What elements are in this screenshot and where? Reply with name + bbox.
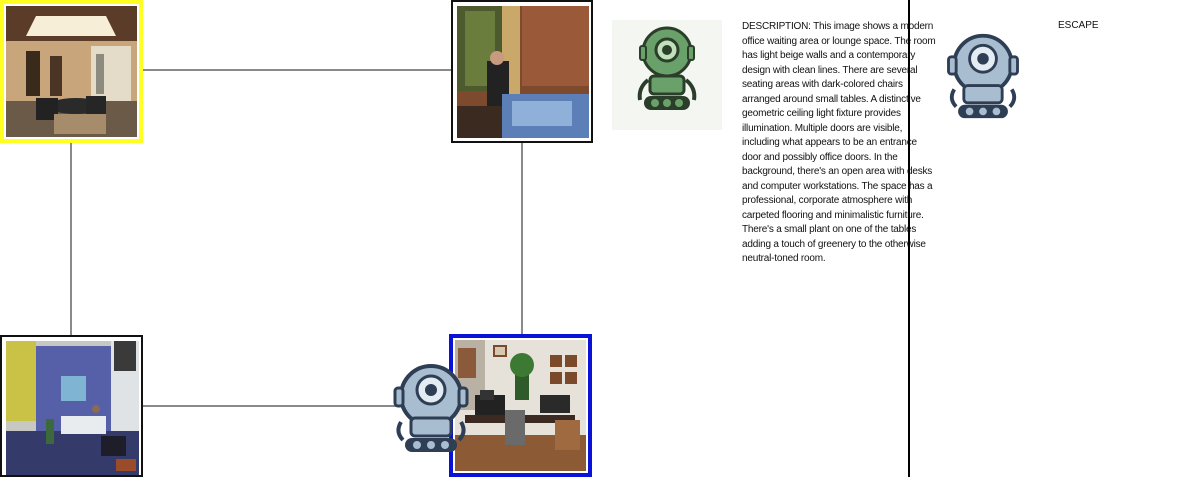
room-description: DESCRIPTION: This image shows a modern o… bbox=[742, 21, 936, 264]
corridor-left bbox=[70, 141, 72, 338]
room-top-right[interactable] bbox=[451, 0, 593, 143]
corridor-right bbox=[521, 141, 523, 337]
agent-portrait bbox=[612, 20, 722, 130]
office-lobby-image bbox=[6, 6, 137, 137]
room-bottom-right[interactable] bbox=[449, 334, 592, 477]
player-robot-icon[interactable] bbox=[393, 360, 469, 461]
panel-divider bbox=[908, 0, 910, 477]
escape-robot-icon[interactable] bbox=[946, 30, 1020, 127]
reception-area-image bbox=[6, 341, 139, 475]
hotel-bedroom-image bbox=[457, 6, 589, 138]
corridor-bottom bbox=[141, 405, 453, 407]
room-top-left[interactable] bbox=[0, 0, 143, 143]
escape-label[interactable]: ESCAPE bbox=[1058, 20, 1099, 31]
room-bottom-left[interactable] bbox=[0, 335, 143, 477]
home-office-image bbox=[455, 340, 586, 471]
corridor-top bbox=[141, 69, 453, 71]
green-robot-icon bbox=[637, 26, 697, 110]
